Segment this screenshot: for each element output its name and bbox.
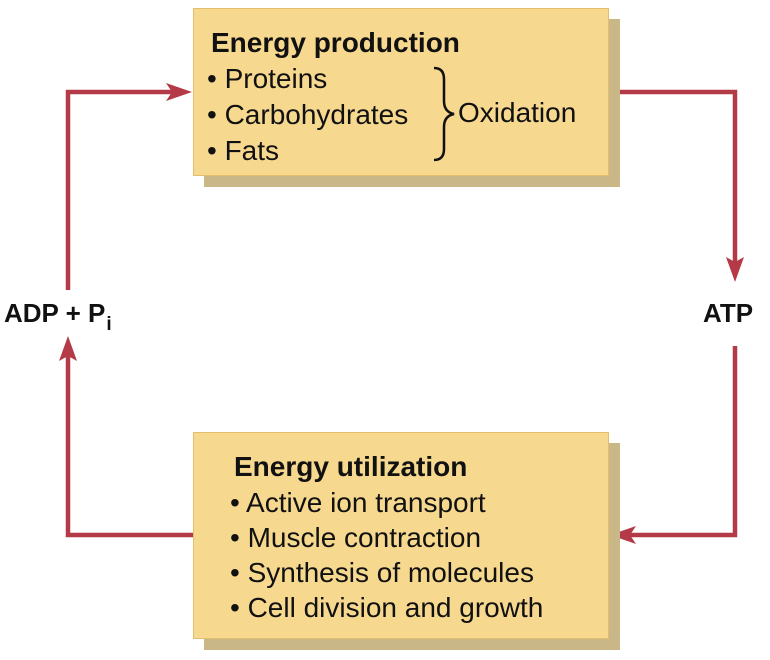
arrowhead-right (166, 83, 192, 101)
arrow-production-to-atp (609, 89, 738, 270)
arrow-adp-to-production (65, 89, 178, 290)
energy-utilization-title: Energy utilization (234, 451, 468, 482)
list-item-synthesis-of-molecules: • Synthesis of molecules (230, 557, 534, 588)
curly-brace-icon (433, 66, 455, 162)
adp-label-subscript: i (106, 314, 112, 335)
list-item-active-ion-transport: • Active ion transport (230, 487, 486, 518)
arrow-utilization-to-adp (65, 348, 193, 538)
energy-production-title: Energy production (211, 27, 460, 58)
list-item-cell-division-and-growth: • Cell division and growth (230, 592, 544, 623)
atp-label: ATP (703, 298, 754, 328)
list-item-proteins: • Proteins (207, 63, 328, 94)
arrowhead-left (610, 526, 636, 544)
list-item-muscle-contraction: • Muscle contraction (230, 522, 482, 553)
list-item-fats: • Fats (207, 135, 280, 166)
arrow-atp-to-utilization (622, 346, 738, 538)
adp-label-main: ADP + P (4, 298, 106, 328)
list-item-carbohydrates: • Carbohydrates (207, 99, 409, 130)
oxidation-label: Oxidation (458, 97, 577, 128)
energy-production-box: Energy production • Proteins • Carbohydr… (193, 8, 609, 176)
adp-pi-label: ADP + Pi (4, 298, 112, 335)
arrowhead-down (726, 257, 744, 282)
arrowhead-up (59, 336, 77, 361)
energy-utilization-box: Energy utilization • Active ion transpor… (193, 432, 609, 639)
